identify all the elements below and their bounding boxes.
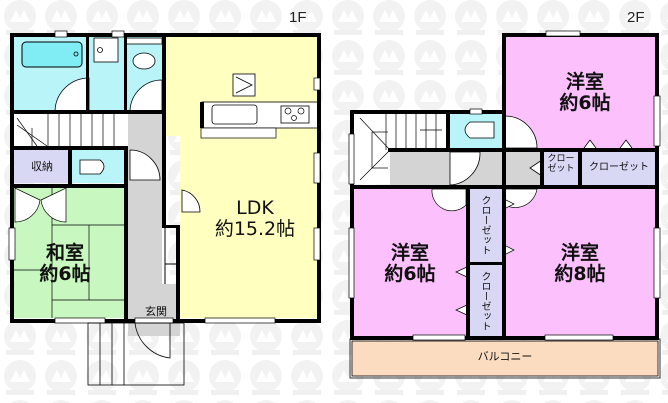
- bedroom-sw-size: 約6帖: [384, 262, 436, 285]
- first-floor: [8, 30, 321, 386]
- closet-small-line2: ゼット: [547, 163, 575, 174]
- bedroom-se-size: 約8帖: [554, 262, 606, 285]
- fridge-icon: [232, 73, 256, 97]
- second-floor: [348, 30, 661, 379]
- bathtub: [21, 41, 83, 68]
- washitsu-name: 和室: [45, 242, 84, 264]
- stove-icon: [280, 105, 310, 124]
- closet-upper-label: クローゼット: [479, 195, 490, 255]
- washitsu-label: 和室 約6帖: [30, 243, 100, 285]
- storage-room: [13, 150, 68, 183]
- bedroom-se-label: 洋室 約8帖: [540, 243, 620, 285]
- closet-upper: [470, 189, 502, 262]
- floor-label-1f: 1F: [289, 9, 307, 26]
- bedroom-sw-name: 洋室: [390, 242, 429, 264]
- balcony: [351, 340, 659, 377]
- closet-wide: [582, 152, 656, 185]
- closet-small-line1: クロー: [547, 154, 575, 164]
- kitchen-sink: [211, 104, 258, 125]
- bedroom-sw-label: 洋室 約6帖: [370, 243, 450, 285]
- sink: [93, 37, 119, 63]
- toilet-icon-2: [79, 159, 105, 175]
- closet-small: [544, 152, 578, 185]
- balcony-label: バルコニー: [477, 350, 533, 363]
- ldk-label: LDK 約15.2帖: [205, 198, 305, 240]
- closet-small-label: クロー ゼット: [544, 154, 578, 175]
- bedroom-ne-label: 洋室 約6帖: [545, 72, 625, 114]
- ldk-size: 約15.2帖: [214, 217, 296, 240]
- bedroom-ne-name: 洋室: [565, 71, 604, 93]
- entrance-label: 玄関: [145, 305, 167, 318]
- toilet-icon-2f: [464, 121, 495, 139]
- storage-label: 収納: [31, 160, 53, 173]
- bedroom-ne-size: 約6帖: [559, 91, 611, 114]
- bedroom-sw: [354, 189, 466, 336]
- floor-label-2f: 2F: [627, 9, 645, 26]
- entrance: [128, 284, 180, 336]
- closet-lower-label: クローゼット: [479, 271, 490, 331]
- ldk-name: LDK: [236, 197, 274, 219]
- closet-lower: [470, 265, 502, 336]
- bedroom-se: [505, 189, 656, 336]
- washitsu-size: 約6帖: [39, 262, 91, 285]
- hallway: [128, 114, 162, 304]
- closet-wide-label: クローゼット: [589, 162, 649, 173]
- bedroom-se-name: 洋室: [560, 242, 599, 264]
- staircase: [13, 114, 128, 148]
- toilet-icon: [132, 52, 156, 70]
